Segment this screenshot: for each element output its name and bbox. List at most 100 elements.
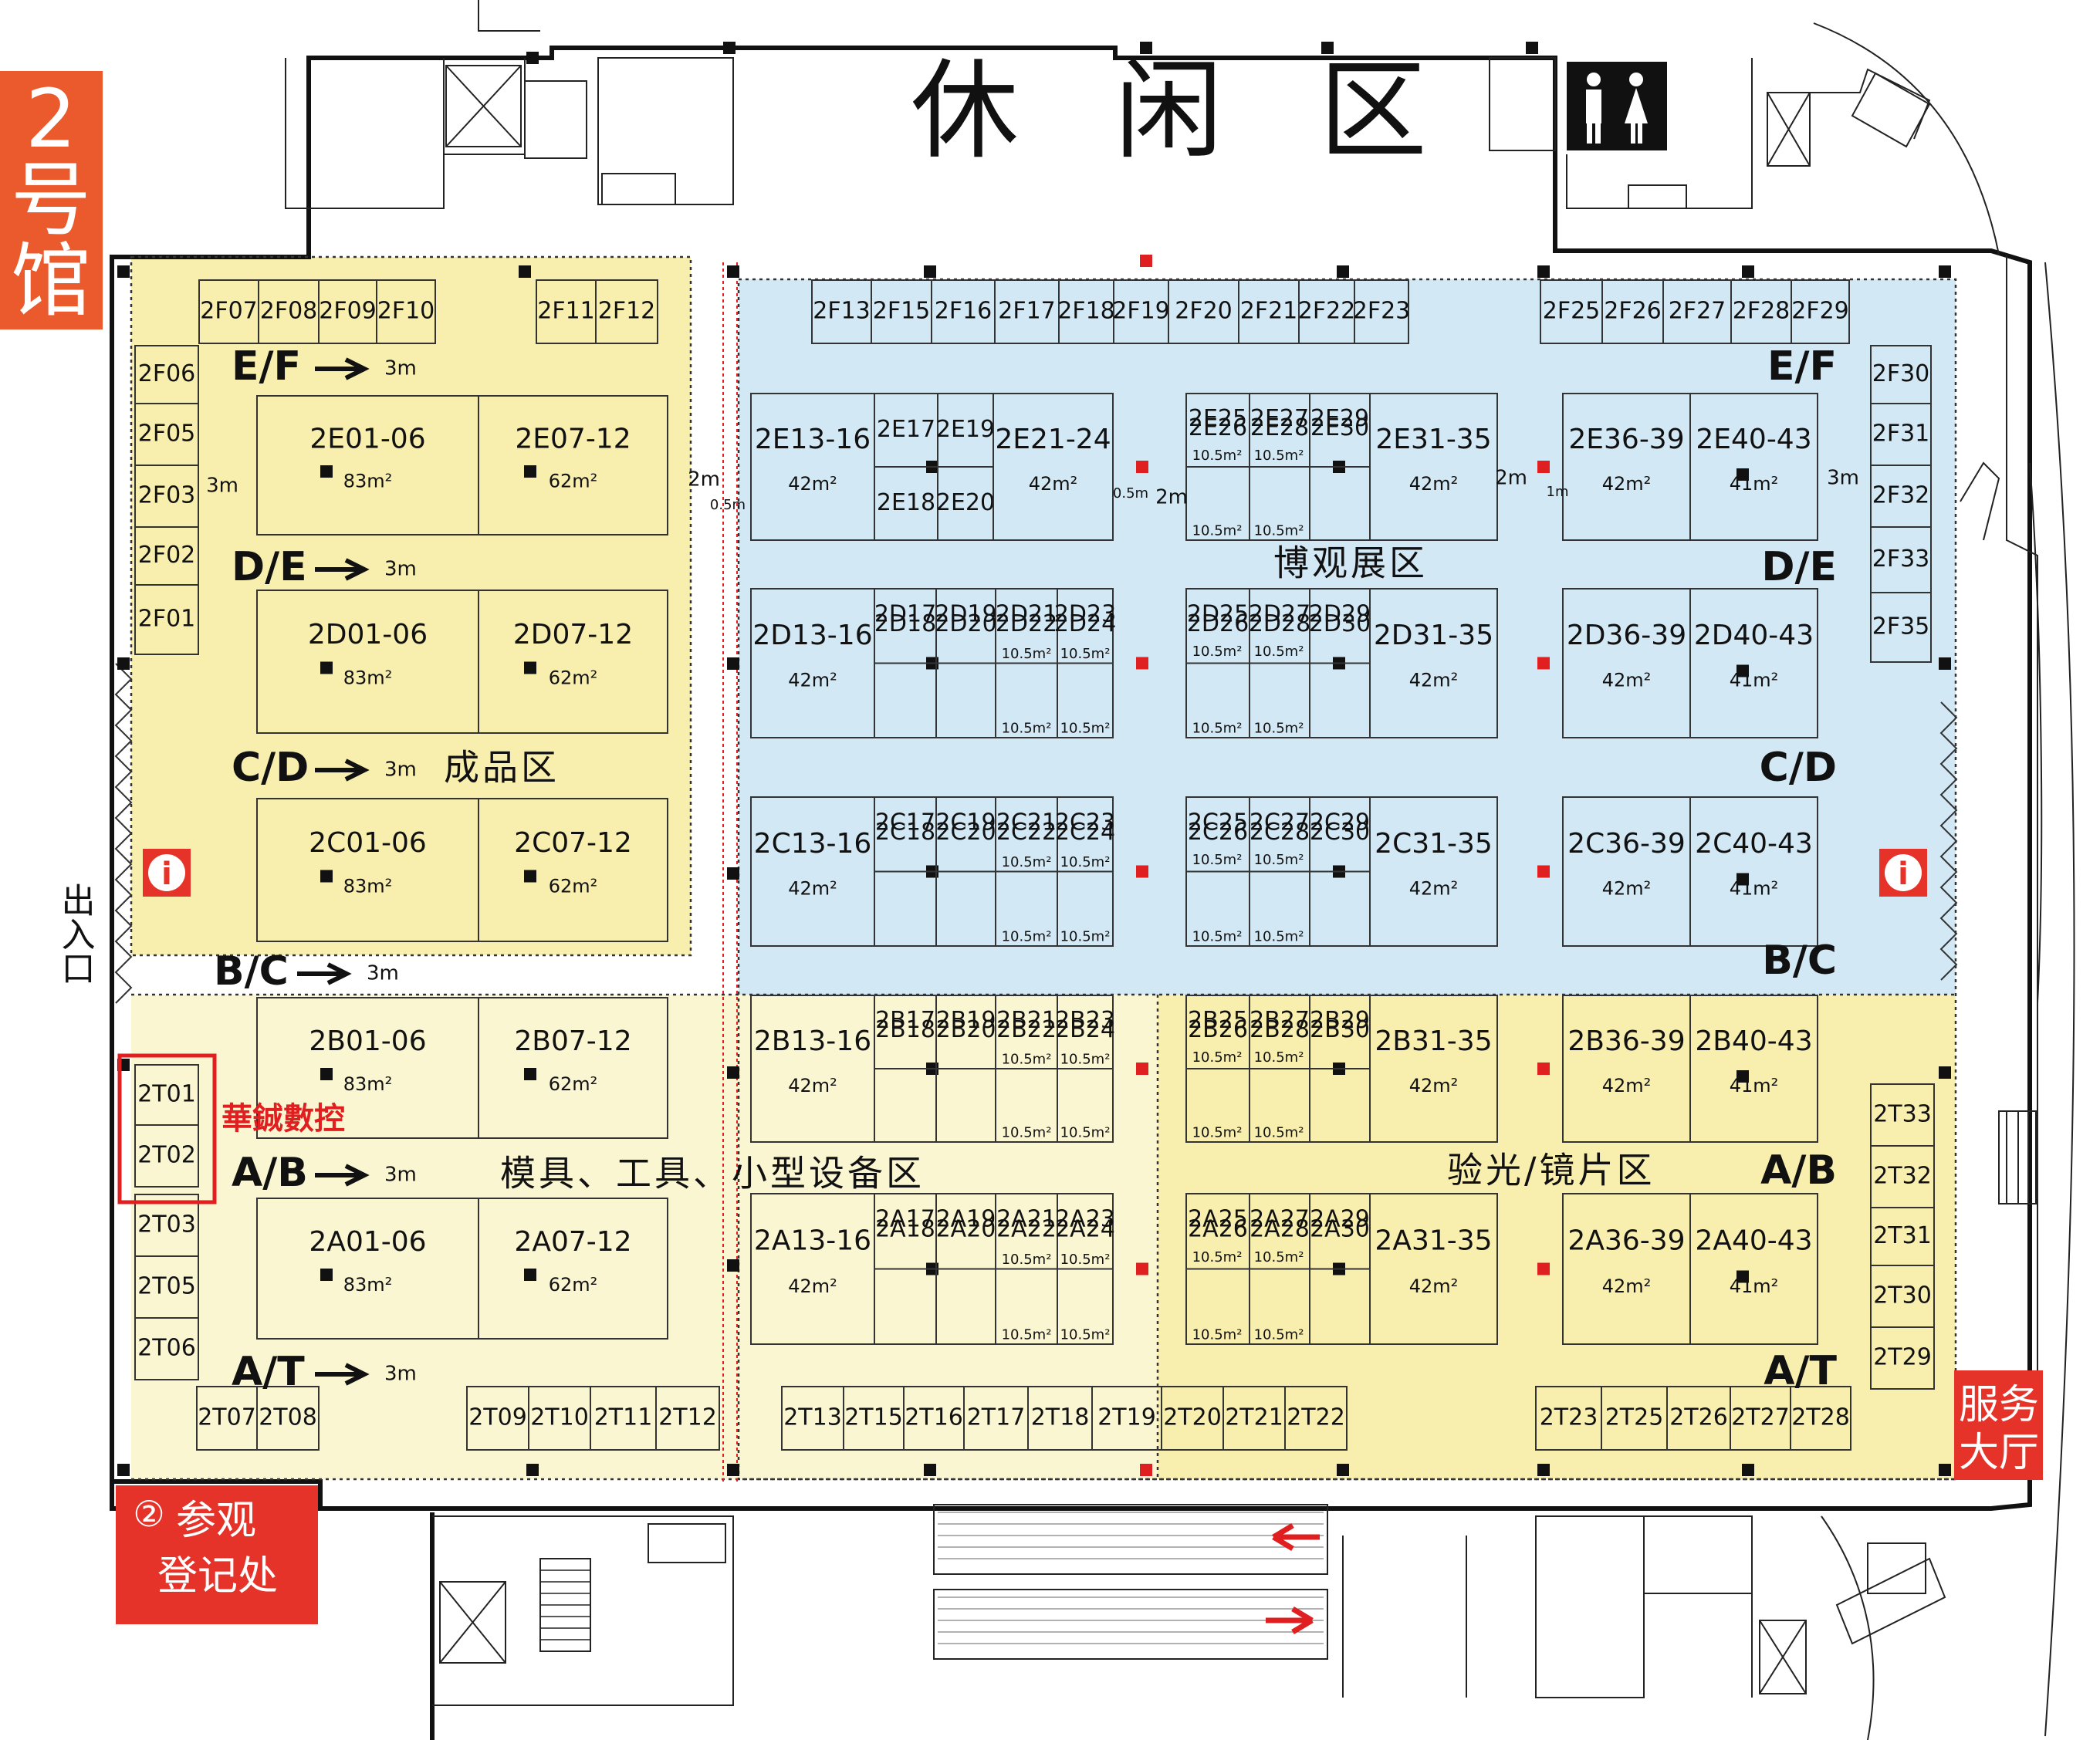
booth[interactable]: 2B18 xyxy=(874,1016,937,1143)
booth[interactable]: 2C28 xyxy=(1249,819,1310,947)
booth[interactable]: 2F02 xyxy=(134,526,199,586)
booth[interactable]: 2F32 xyxy=(1870,465,1932,528)
booth[interactable]: 2D23 xyxy=(1054,588,1116,664)
service-hall[interactable]: 服务 大厅 xyxy=(1954,1370,2043,1480)
booth[interactable]: 2T30 xyxy=(1870,1265,1935,1328)
booth[interactable]: 2T27 xyxy=(1730,1386,1791,1451)
info-icon[interactable]: i xyxy=(1879,849,1927,897)
booth[interactable]: 2D24 xyxy=(1054,610,1116,738)
booth[interactable]: 2F10 xyxy=(376,279,436,344)
booth[interactable]: 2D30 xyxy=(1309,610,1371,738)
booth[interactable]: 2F19 xyxy=(1112,279,1170,344)
booth[interactable]: 2F18 xyxy=(1057,279,1115,344)
booth[interactable]: 2F05 xyxy=(134,403,199,466)
booth[interactable]: 2F23 xyxy=(1353,279,1411,344)
booth[interactable]: 2E26 xyxy=(1185,414,1250,541)
booth[interactable]: 2E20 xyxy=(936,466,995,541)
booth[interactable]: 2A18 xyxy=(874,1215,937,1345)
booth[interactable]: 2C20 xyxy=(935,819,996,947)
booth[interactable]: 2F01 xyxy=(134,584,199,655)
booth[interactable]: 2T02 xyxy=(134,1124,199,1188)
booth[interactable]: 2F15 xyxy=(871,279,932,344)
booth[interactable]: 2F20 xyxy=(1168,279,1239,344)
booth[interactable]: 2A27 xyxy=(1249,1193,1310,1270)
booth[interactable]: 2T22 xyxy=(1284,1386,1348,1451)
booth[interactable]: 2T05 xyxy=(134,1255,199,1319)
booth[interactable]: 2F17 xyxy=(994,279,1060,344)
booth[interactable]: 2C24 xyxy=(1055,819,1115,947)
booth[interactable]: 2D18 xyxy=(874,610,937,738)
booth[interactable]: 2D21 xyxy=(995,588,1058,664)
exhibitor-highlight[interactable]: 華鋮數控 xyxy=(117,1053,345,1204)
booth[interactable]: 2B23 xyxy=(1055,995,1115,1069)
booth[interactable]: 2F11 xyxy=(536,279,597,344)
booth[interactable]: 2D20 xyxy=(935,610,997,738)
booth[interactable]: 2F28 xyxy=(1730,279,1792,344)
booth[interactable]: 2T11 xyxy=(590,1386,657,1451)
booth[interactable]: 2F25 xyxy=(1540,279,1603,344)
booth[interactable]: 2F35 xyxy=(1870,592,1932,663)
booth[interactable]: 2C23 xyxy=(1055,796,1115,873)
booth[interactable]: 2B30 xyxy=(1309,1016,1371,1143)
booth[interactable]: 2C22 xyxy=(995,819,1058,947)
booth[interactable]: 2A23 xyxy=(1055,1193,1115,1270)
booth[interactable]: 2B24 xyxy=(1055,1016,1115,1143)
booth[interactable]: 2A26 xyxy=(1185,1215,1250,1345)
booth[interactable]: 2E18 xyxy=(874,466,938,541)
booth[interactable]: 2T28 xyxy=(1790,1386,1851,1451)
booth[interactable]: 2C29 xyxy=(1309,796,1371,873)
booth[interactable]: 2C30 xyxy=(1309,819,1371,947)
booth[interactable]: 2A22 xyxy=(995,1215,1058,1345)
booth[interactable]: 2F27 xyxy=(1662,279,1732,344)
registration-desk[interactable]: ② 参观 登记处 xyxy=(116,1485,318,1624)
booth[interactable]: 2B28 xyxy=(1249,1016,1310,1143)
booth[interactable]: 2D27 xyxy=(1249,588,1310,664)
booth[interactable]: 2B22 xyxy=(995,1016,1058,1143)
booth[interactable]: 2T29 xyxy=(1870,1326,1935,1390)
booth[interactable]: 2F26 xyxy=(1601,279,1664,344)
booth[interactable]: 2C17 xyxy=(874,796,937,873)
booth[interactable]: 2C21 xyxy=(995,796,1058,873)
booth[interactable]: 2D22 xyxy=(995,610,1058,738)
booth[interactable]: 2T08 xyxy=(256,1386,320,1451)
booth[interactable]: 2F29 xyxy=(1791,279,1850,344)
booth[interactable]: 2D29 xyxy=(1309,588,1371,664)
booth[interactable]: 2A24 xyxy=(1055,1215,1115,1345)
booth[interactable]: 2E30 xyxy=(1309,414,1371,541)
booth[interactable]: 2T17 xyxy=(963,1386,1029,1451)
booth[interactable]: 2T25 xyxy=(1601,1386,1668,1451)
booth[interactable]: 2T32 xyxy=(1870,1145,1935,1208)
booth[interactable]: 2C19 xyxy=(935,796,996,873)
booth[interactable]: 2F31 xyxy=(1870,403,1932,466)
booth[interactable]: 2T09 xyxy=(466,1386,529,1451)
booth[interactable]: 2T18 xyxy=(1027,1386,1093,1451)
booth[interactable]: 2F13 xyxy=(811,279,872,344)
booth[interactable]: 2T12 xyxy=(655,1386,720,1451)
booth[interactable]: 2F12 xyxy=(595,279,658,344)
booth[interactable]: 2T06 xyxy=(134,1317,199,1380)
